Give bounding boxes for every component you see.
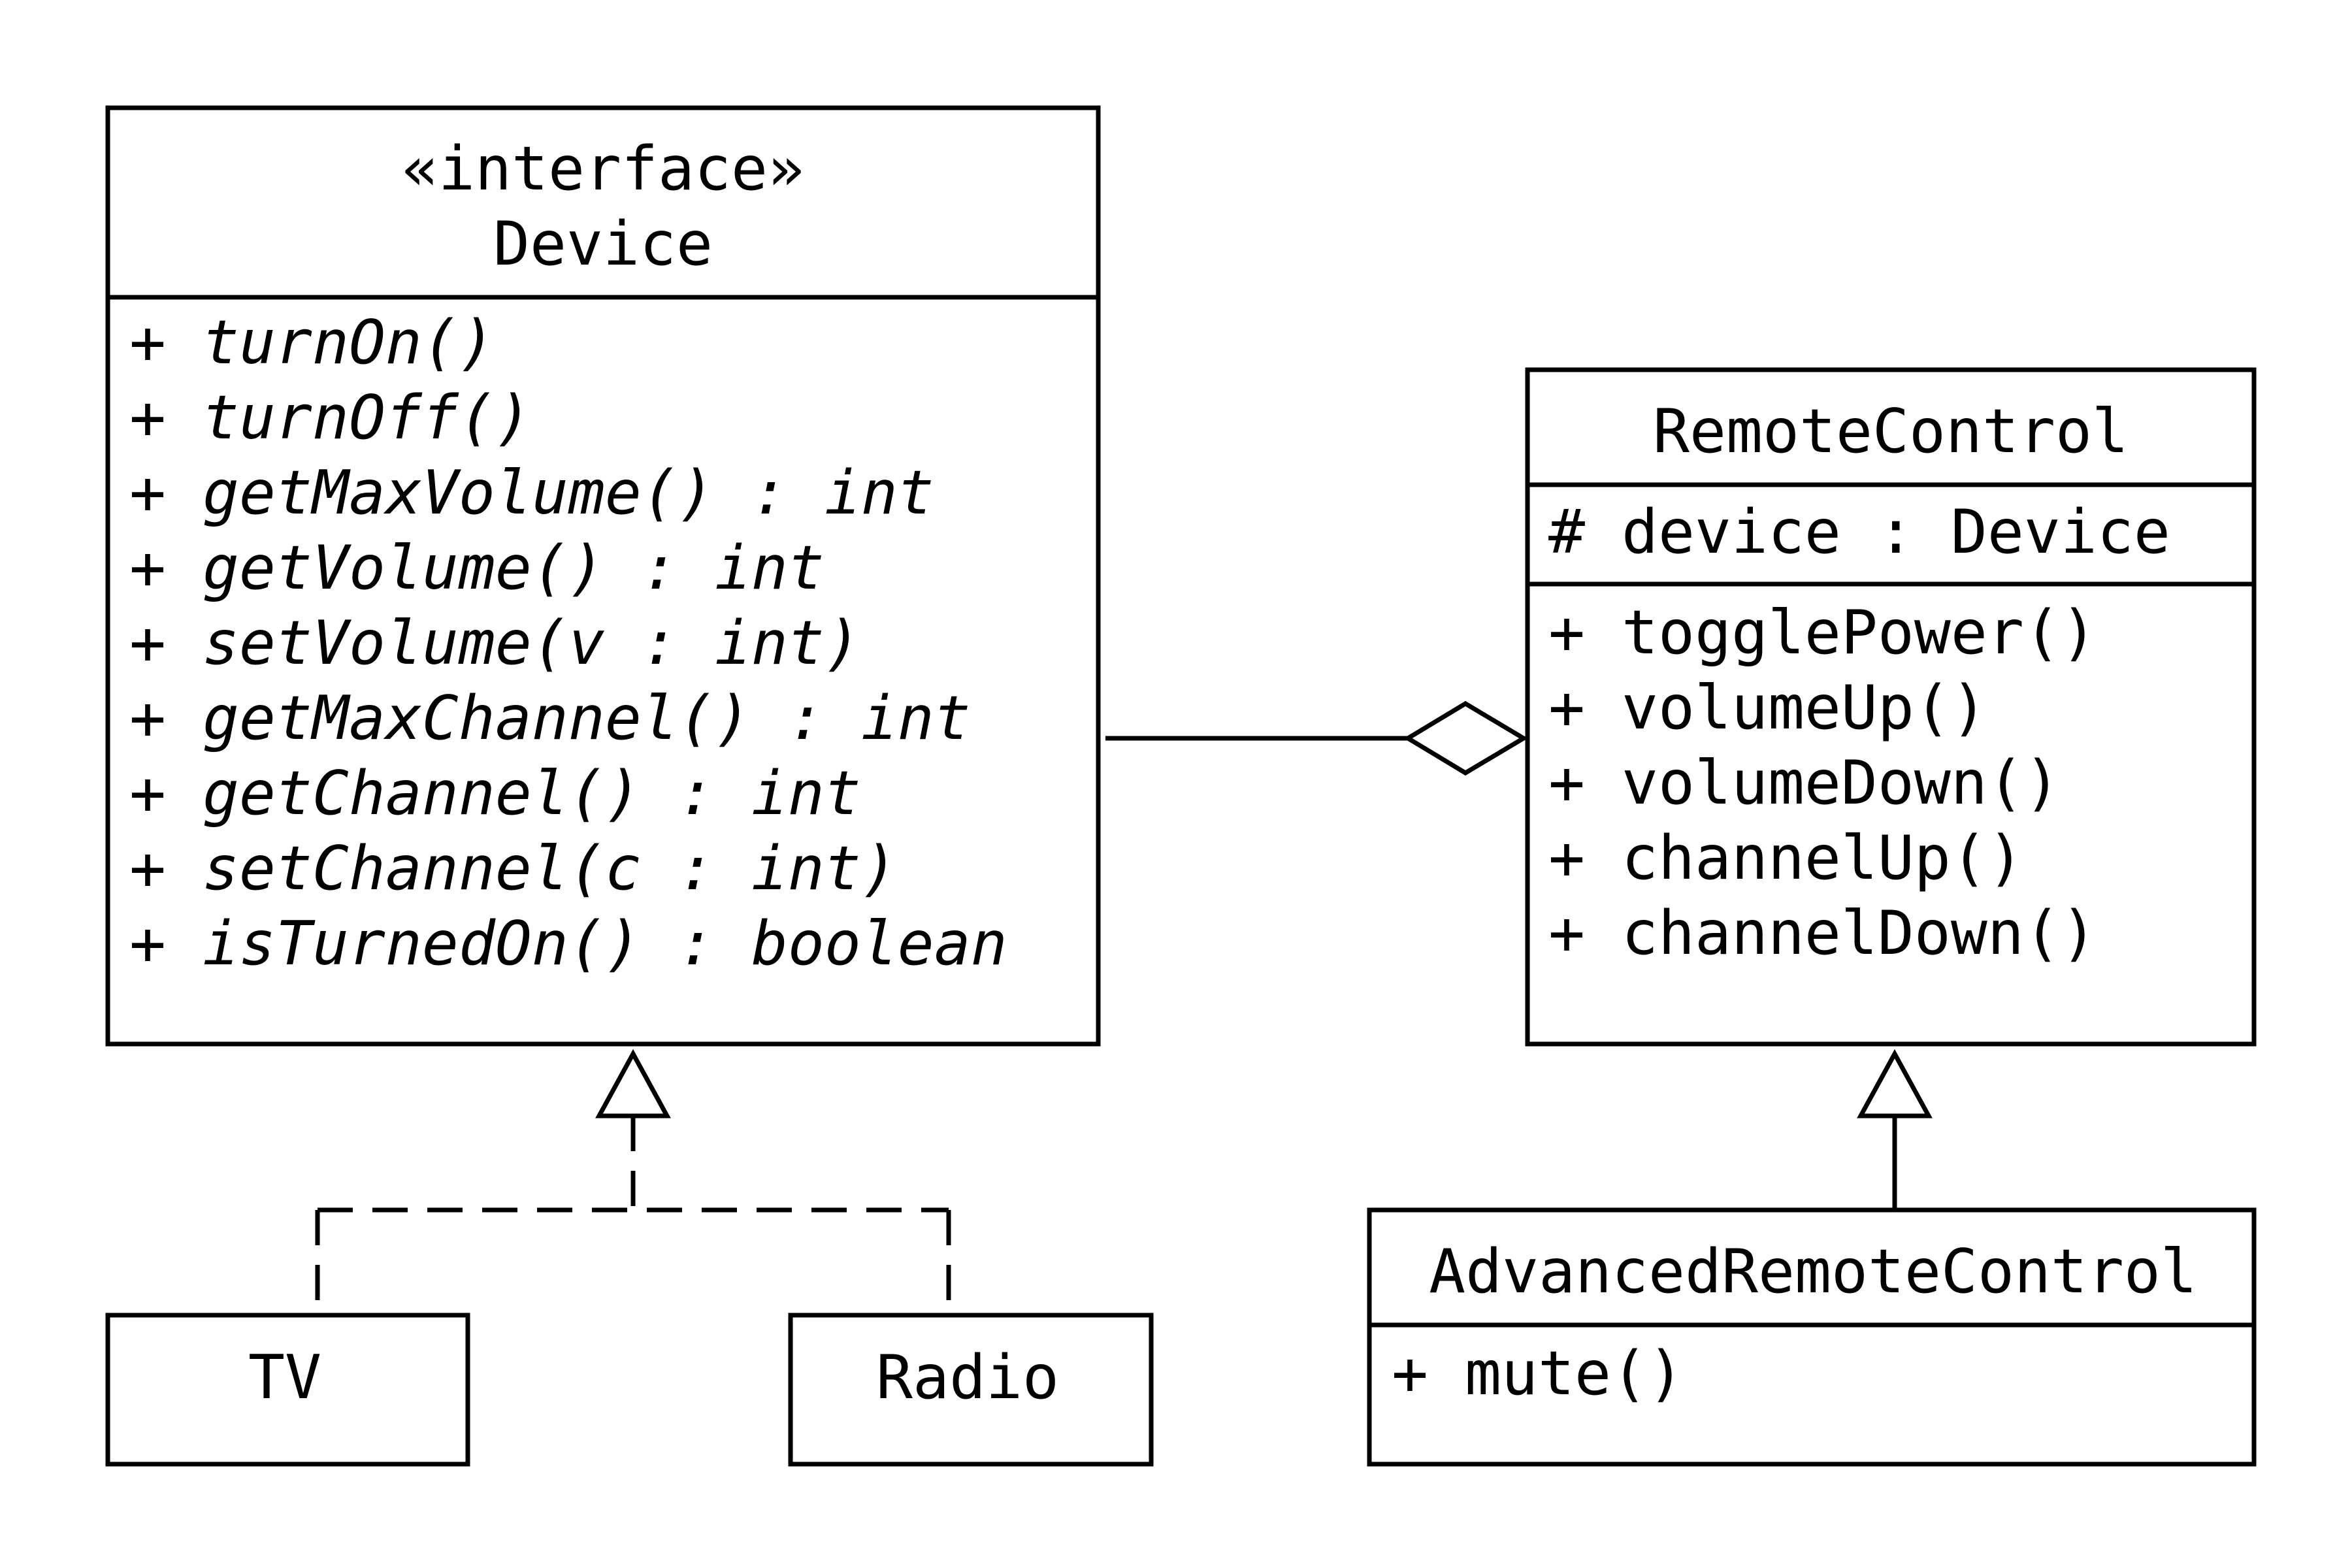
- class-device-method: + turnOff(): [129, 382, 532, 453]
- class-remote-control-box: [1525, 367, 2257, 1047]
- class-device-method: + setChannel(c : int): [129, 833, 898, 904]
- class-remote-control-attribute: # device : Device: [1548, 497, 2170, 567]
- aggregation-relationship[interactable]: [1105, 700, 1528, 776]
- class-remote-control-methods: + togglePower() + volumeUp() + volumeDow…: [1548, 597, 2097, 968]
- class-remote-control-method: + channelUp(): [1548, 823, 2024, 893]
- class-remote-control-method: + volumeUp(): [1548, 672, 1987, 743]
- class-tv-name: TV: [248, 1342, 321, 1413]
- class-remote-control-method: + channelDown(): [1548, 898, 2097, 968]
- class-radio-name: Radio: [876, 1342, 1059, 1413]
- class-device-method: + setVolume(v : int): [129, 608, 861, 678]
- inheritance-relationship[interactable]: [1857, 1049, 1933, 1210]
- class-advanced-remote-control-box: [1367, 1207, 2257, 1467]
- class-device-method: + isTurnedOn() : boolean: [129, 908, 1007, 979]
- class-remote-control[interactable]: RemoteControl # device : Device + toggle…: [1525, 367, 2257, 1047]
- aggregation-diamond: [1403, 700, 1528, 776]
- class-advanced-remote-control-method: + mute(): [1392, 1338, 1684, 1409]
- class-remote-control-name: RemoteControl: [1653, 396, 2129, 466]
- realization-relationship[interactable]: [315, 1049, 951, 1315]
- class-device-methods: + turnOn() + turnOff() + getMaxVolume() …: [129, 307, 1007, 979]
- inheritance-arrowhead: [1857, 1049, 1933, 1119]
- class-remote-control-method: + volumeDown(): [1548, 747, 2061, 818]
- class-device-name: Device: [493, 208, 713, 279]
- class-remote-control-method: + togglePower(): [1548, 597, 2097, 668]
- class-advanced-remote-control[interactable]: AdvancedRemoteControl + mute(): [1367, 1207, 2257, 1467]
- class-device[interactable]: «interface» Device + turnOn() + turnOff(…: [105, 105, 1101, 1047]
- class-advanced-remote-control-name: AdvancedRemoteControl: [1429, 1236, 2197, 1307]
- class-device-method: + getVolume() : int: [129, 532, 825, 603]
- class-radio[interactable]: Radio: [788, 1313, 1154, 1467]
- class-radio-box: [788, 1313, 1154, 1467]
- class-device-method: + turnOn(): [129, 307, 495, 378]
- class-device-stereotype: «interface»: [402, 133, 804, 204]
- class-device-method: + getMaxVolume() : int: [129, 457, 934, 528]
- realization-arrowhead: [595, 1049, 671, 1119]
- class-tv[interactable]: TV: [105, 1313, 470, 1467]
- class-device-method: + getChannel() : int: [129, 758, 861, 828]
- class-tv-box: [105, 1313, 470, 1467]
- class-device-method: + getMaxChannel() : int: [129, 683, 971, 753]
- class-device-box: [105, 105, 1101, 1047]
